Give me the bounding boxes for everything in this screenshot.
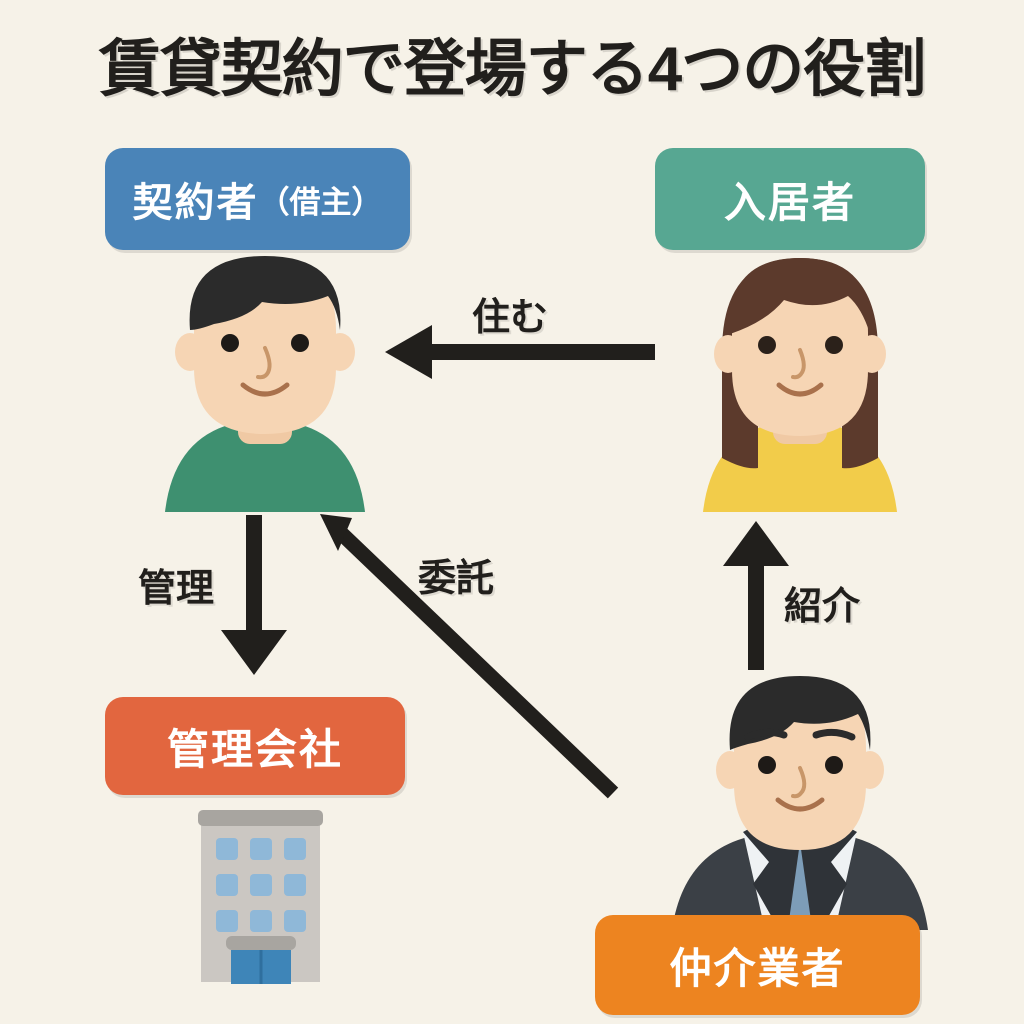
arrow-refer-up: [723, 521, 789, 670]
arrow-manage-down: [221, 515, 287, 675]
figure-tenant-woman: [703, 258, 897, 512]
role-label-agent-main: 仲介業者: [669, 944, 846, 992]
figure-office-building: [198, 810, 323, 984]
role-label-tenant[interactable]: 入居者: [655, 148, 925, 250]
arrow-label-entrust: 委託: [418, 558, 495, 600]
arrow-entrust-upleft: [320, 514, 619, 799]
role-label-tenant-main: 入居者: [723, 178, 856, 226]
arrow-label-live: 住む: [472, 297, 549, 339]
role-label-management[interactable]: 管理会社: [105, 697, 405, 795]
role-label-landlord-sub: （借主）: [258, 184, 383, 220]
figure-landlord-man: [165, 256, 365, 512]
role-label-landlord-main: 契約者: [132, 181, 259, 225]
page-title: 賃貸契約で登場する4つの役割: [98, 35, 926, 104]
figure-agent-businessman: [672, 676, 928, 946]
arrow-live-left: [385, 325, 655, 379]
arrow-label-refer: 紹介: [784, 586, 861, 628]
arrow-label-manage: 管理: [138, 568, 215, 610]
role-label-landlord[interactable]: 契約者（借主）: [105, 148, 410, 250]
role-label-agent[interactable]: 仲介業者: [595, 915, 920, 1015]
role-label-management-main: 管理会社: [166, 725, 343, 773]
